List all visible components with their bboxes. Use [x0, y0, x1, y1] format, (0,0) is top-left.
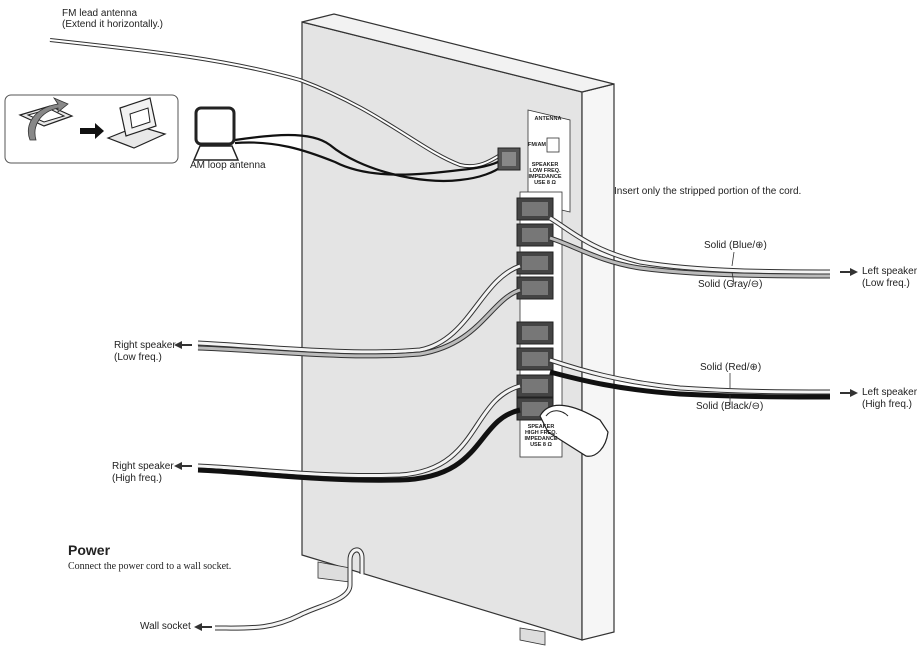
right-speaker-high-label: Right speaker — [112, 461, 174, 472]
right-speaker-low-label: Right speaker — [114, 340, 176, 351]
left-speaker-high-cable — [549, 357, 831, 400]
panel-speaker-low-3: IMPEDANCE — [528, 174, 562, 180]
solid-gray-label: Solid (Gray/⊖) — [698, 279, 763, 290]
panel-antenna-text: ANTENNA — [534, 116, 562, 122]
left-speaker-high-freq: (High freq.) — [862, 399, 913, 410]
speaker-terminals-high — [516, 321, 554, 421]
main-unit-cabinet — [301, 13, 615, 646]
am-antenna-cable — [234, 133, 503, 182]
panel-speaker-high-1: SPEAKER — [527, 424, 555, 430]
power-description: Connect the power cord to a wall socket. — [68, 561, 232, 572]
left-speaker-low-cable — [548, 215, 831, 279]
right-speaker-high-freq: (High freq.) — [112, 473, 163, 484]
solid-red-label: Solid (Red/⊕) — [700, 362, 762, 373]
panel-speaker-high-3: IMPEDANCE — [524, 436, 558, 442]
am-antenna-assembly-inset — [4, 94, 179, 164]
panel-speaker-low-2: LOW FREQ. — [529, 168, 561, 174]
solid-blue-label: Solid (Blue/⊕) — [704, 240, 767, 251]
left-speaker-low-label: Left speaker — [862, 266, 918, 277]
direction-arrows — [174, 268, 858, 631]
power-heading: Power — [68, 542, 111, 558]
panel-speaker-low-1: SPEAKER — [531, 162, 559, 168]
speaker-terminals-low — [516, 197, 554, 300]
fm-antenna-label: FM lead antenna — [62, 8, 138, 19]
instruction-text: Insert only the stripped portion of the … — [614, 186, 802, 197]
finger-pressing-terminal — [539, 404, 609, 457]
panel-speaker-high-4: USE 8 Ω — [530, 442, 552, 448]
solid-black-label: Solid (Black/⊖) — [696, 401, 764, 412]
panel-speaker-high-2: HIGH FREQ. — [524, 430, 558, 436]
wall-socket-label: Wall socket — [140, 621, 191, 632]
power-cord — [214, 547, 365, 631]
fm-antenna-note: (Extend it horizontally.) — [62, 19, 163, 30]
right-speaker-low-freq: (Low freq.) — [114, 352, 162, 363]
right-speaker-low-cable — [197, 263, 521, 359]
right-speaker-high-cable — [197, 383, 521, 483]
label-leader-lines — [729, 251, 735, 405]
left-speaker-high-label: Left speaker — [862, 387, 918, 398]
panel-fm-am-text: FM/AM — [527, 142, 547, 148]
left-speaker-low-freq: (Low freq.) — [862, 278, 910, 289]
am-antenna-label: AM loop antenna — [190, 160, 266, 171]
fm-lead-antenna-wire — [49, 38, 507, 169]
am-loop-antenna — [192, 106, 240, 161]
antenna-plug — [497, 147, 521, 171]
panel-speaker-low-4: USE 8 Ω — [534, 180, 556, 186]
